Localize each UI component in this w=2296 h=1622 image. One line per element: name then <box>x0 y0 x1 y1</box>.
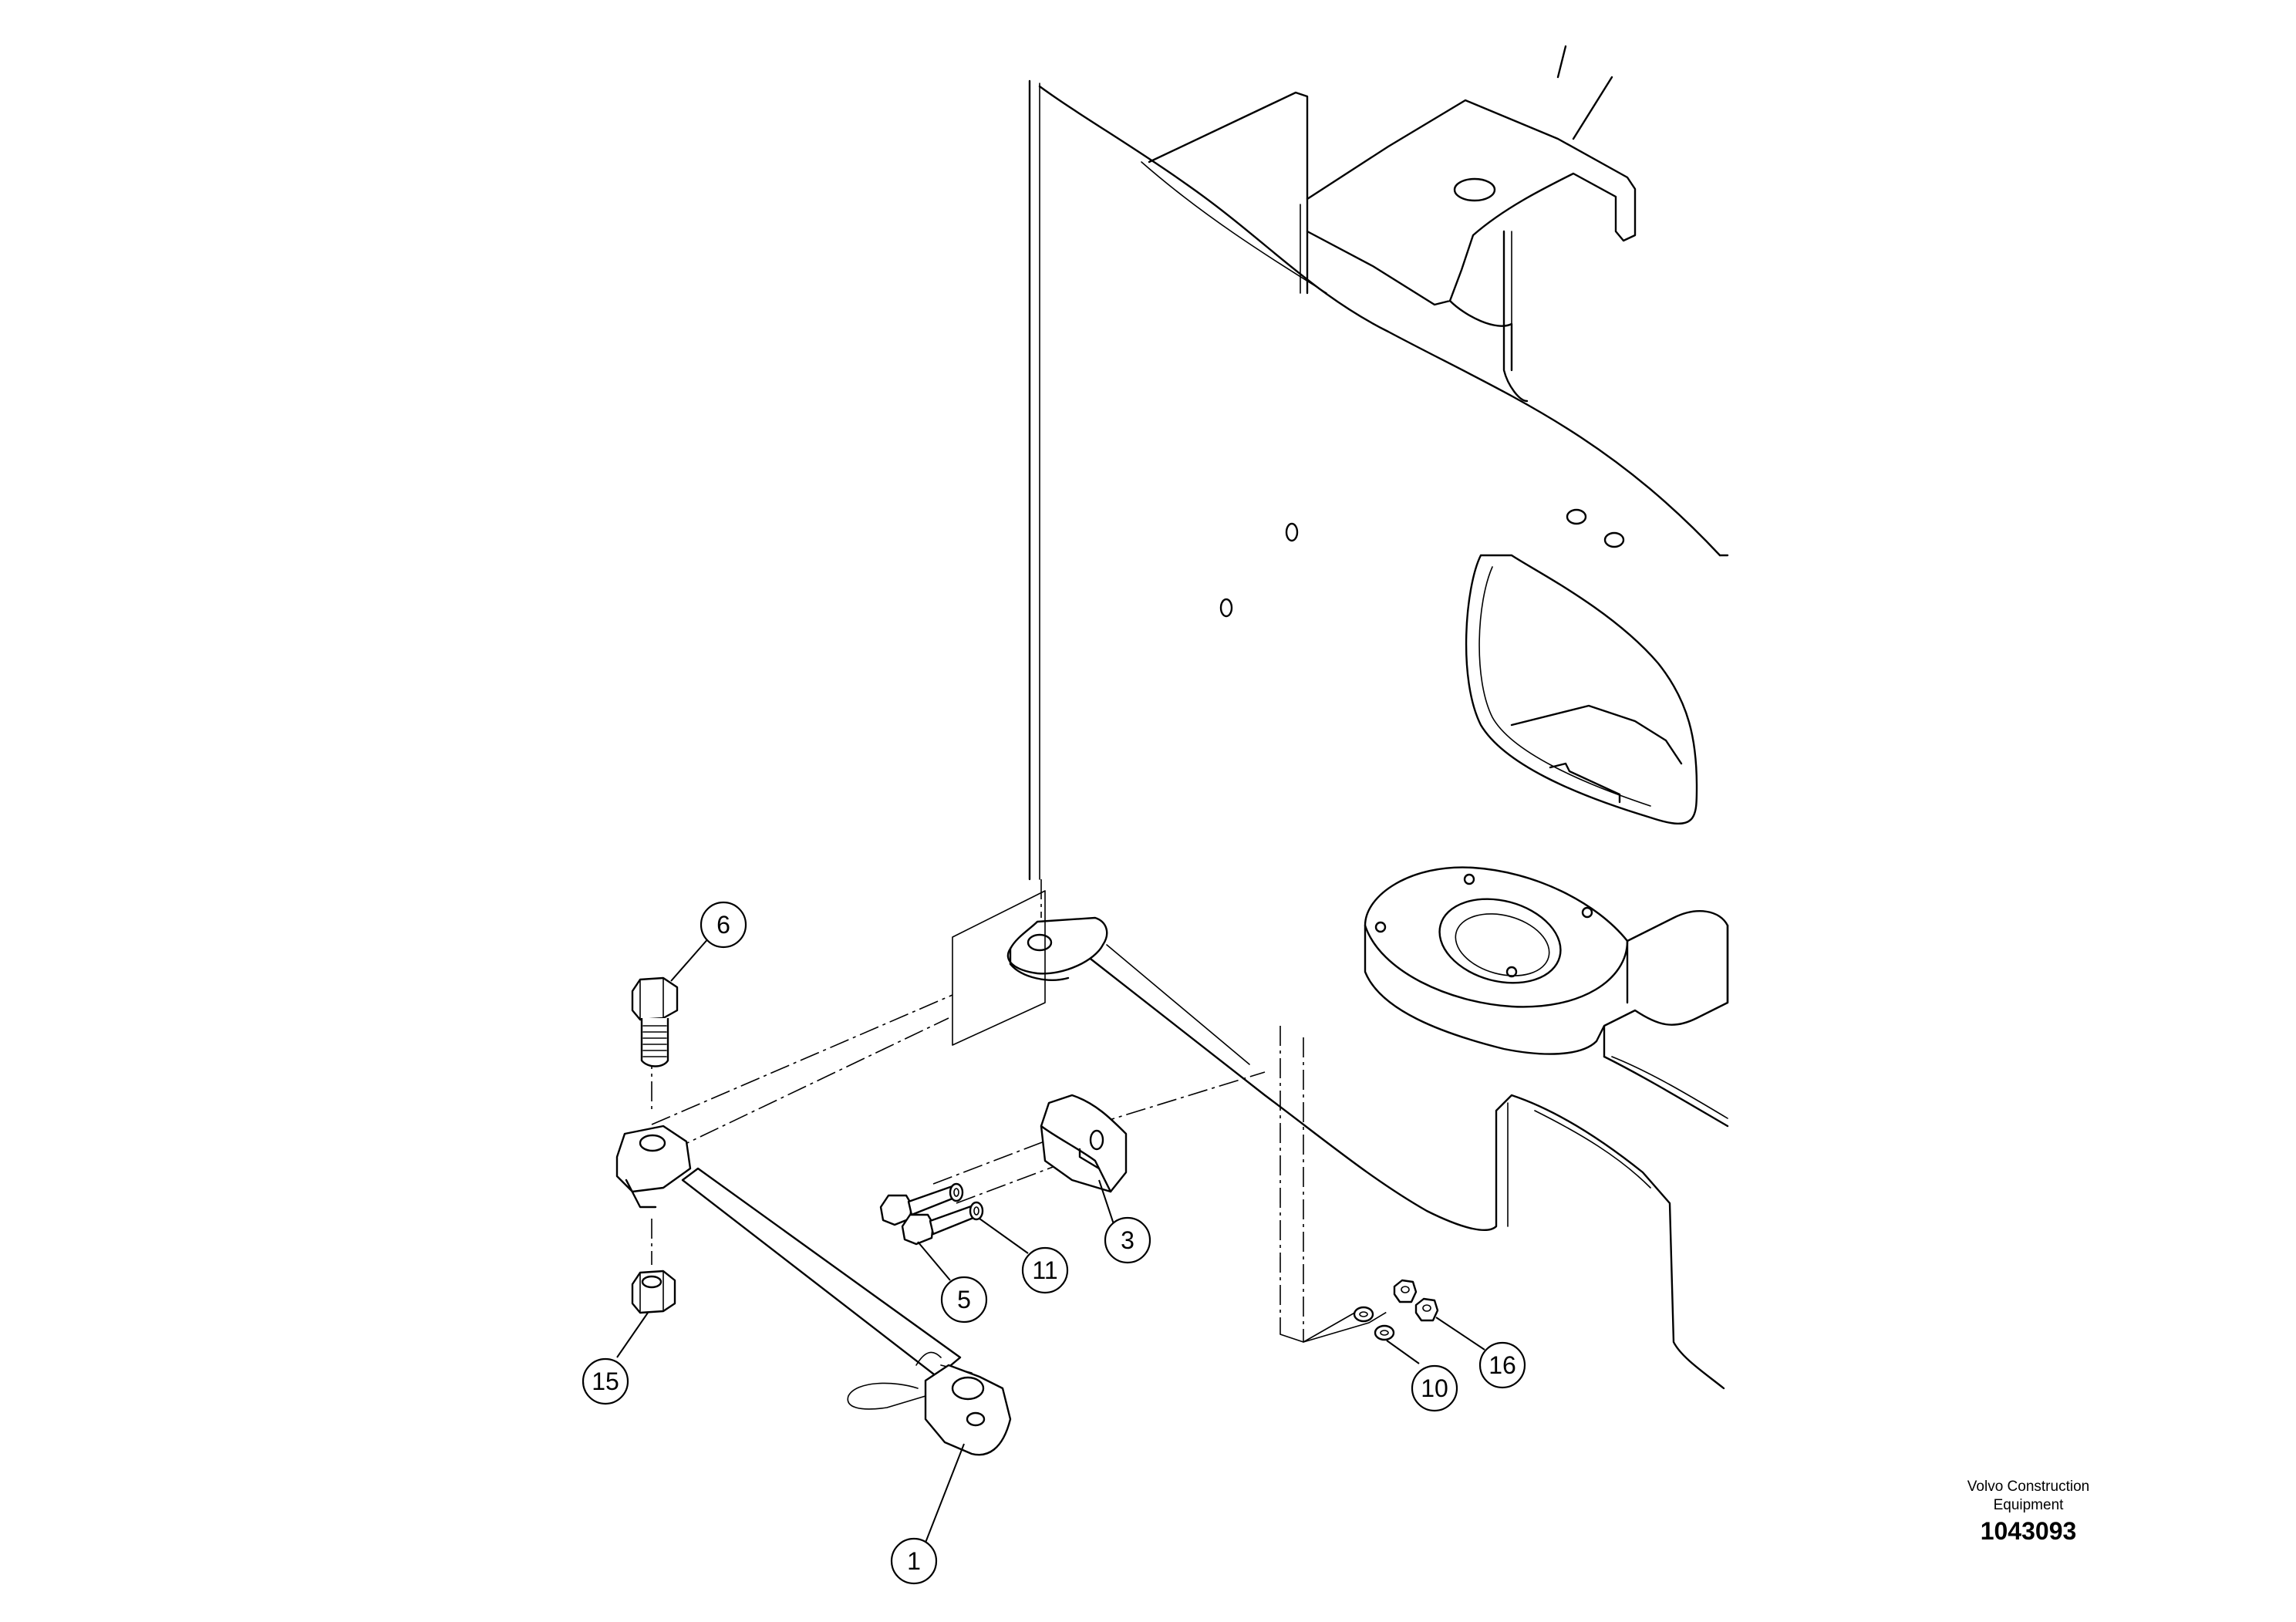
callout-label: 5 <box>957 1286 971 1313</box>
washers-part-11 <box>949 1182 984 1221</box>
manufacturer-label: Volvo Construction Equipment <box>1905 1478 2152 1515</box>
callout-5: 6 <box>700 901 747 949</box>
bracket-part-3 <box>1040 1094 1128 1193</box>
nuts-part-16 <box>1393 1279 1439 1322</box>
callout-label: 16 <box>1489 1351 1516 1379</box>
callout-label: 3 <box>1121 1226 1135 1254</box>
callout-6: 5 <box>940 1276 988 1324</box>
washers-part-10 <box>1353 1306 1395 1341</box>
callout-16: 16 <box>1478 1341 1526 1389</box>
manufacturer-line-2: Equipment <box>1993 1497 2064 1513</box>
rod-part-1 <box>615 1125 1012 1456</box>
drawing-number: 1043093 <box>1980 1517 2077 1545</box>
screws-part-6 <box>879 1185 979 1246</box>
callout-15: 15 <box>582 1357 629 1405</box>
callout-label: 1 <box>907 1547 921 1575</box>
callout-label: 15 <box>592 1367 619 1395</box>
callout-label: 10 <box>1421 1374 1448 1402</box>
leader-lines <box>616 936 1485 1543</box>
manufacturer-line-1: Volvo Construction <box>1967 1479 2090 1495</box>
nut-part-15 <box>631 1270 676 1314</box>
callout-label: 6 <box>716 911 730 939</box>
callout-3: 3 <box>1104 1216 1151 1264</box>
machine-frame <box>1006 45 1729 1390</box>
callout-11: 11 <box>1021 1246 1069 1294</box>
callout-label: 11 <box>1032 1256 1057 1284</box>
callout-1: 1 <box>890 1537 938 1585</box>
callout-10: 10 <box>1411 1364 1458 1412</box>
bolt-part-5 <box>631 976 679 1067</box>
